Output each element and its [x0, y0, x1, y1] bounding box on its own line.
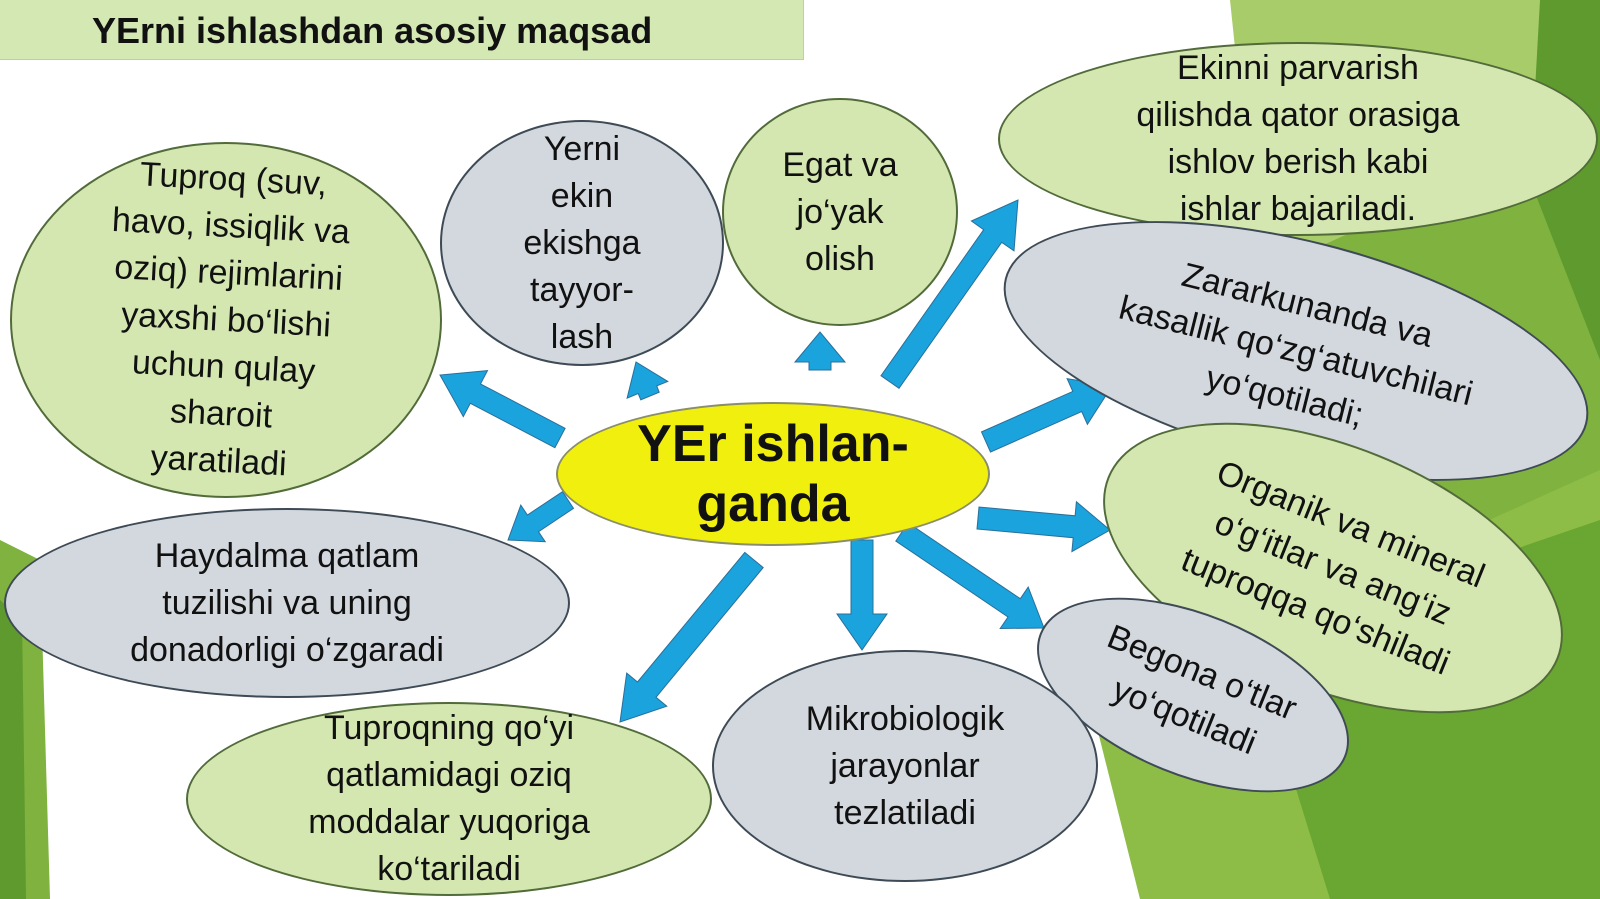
node-yerni-tayyorlash: Yerni ekin ekishga tayyor- lash — [440, 120, 724, 366]
node-egat-joyak: Egat va jo‘yak olish — [722, 98, 958, 326]
node-ekinni-parvarish: Ekinni parvarish qilishda qator orasiga … — [998, 42, 1598, 236]
node-haydalma-qatlam-text: Haydalma qatlam tuzilishi va uning donad… — [130, 536, 444, 669]
node-yerni-tayyorlash-text: Yerni ekin ekishga tayyor- lash — [523, 129, 641, 356]
node-mikrobiologik-text: Mikrobiologik jarayonlar tezlatiladi — [805, 699, 1005, 832]
node-tuproq-rejimlari-text: Tuproq (suv, havo, issiqlik va oziq) rej… — [111, 154, 351, 483]
title-bar: YErni ishlashdan asosiy maqsad — [0, 0, 804, 60]
center-node-text: YEr ishlan- ganda — [637, 415, 909, 533]
node-tuproq-qoyi-text: Tuproqning qo‘yi qatlamidagi oziq moddal… — [308, 709, 590, 888]
page-title: YErni ishlashdan asosiy maqsad — [92, 10, 653, 51]
node-haydalma-qatlam: Haydalma qatlam tuzilishi va uning donad… — [4, 508, 570, 698]
node-tuproq-qoyi: Tuproqning qo‘yi qatlamidagi oziq moddal… — [186, 702, 712, 896]
center-node: YEr ishlan- ganda — [556, 402, 990, 546]
node-egat-joyak-text: Egat va jo‘yak olish — [782, 145, 898, 278]
node-tuproq-rejimlari: Tuproq (suv, havo, issiqlik va oziq) rej… — [10, 142, 442, 498]
node-mikrobiologik: Mikrobiologik jarayonlar tezlatiladi — [712, 650, 1098, 882]
node-ekinni-parvarish-text: Ekinni parvarish qilishda qator orasiga … — [1136, 49, 1460, 228]
